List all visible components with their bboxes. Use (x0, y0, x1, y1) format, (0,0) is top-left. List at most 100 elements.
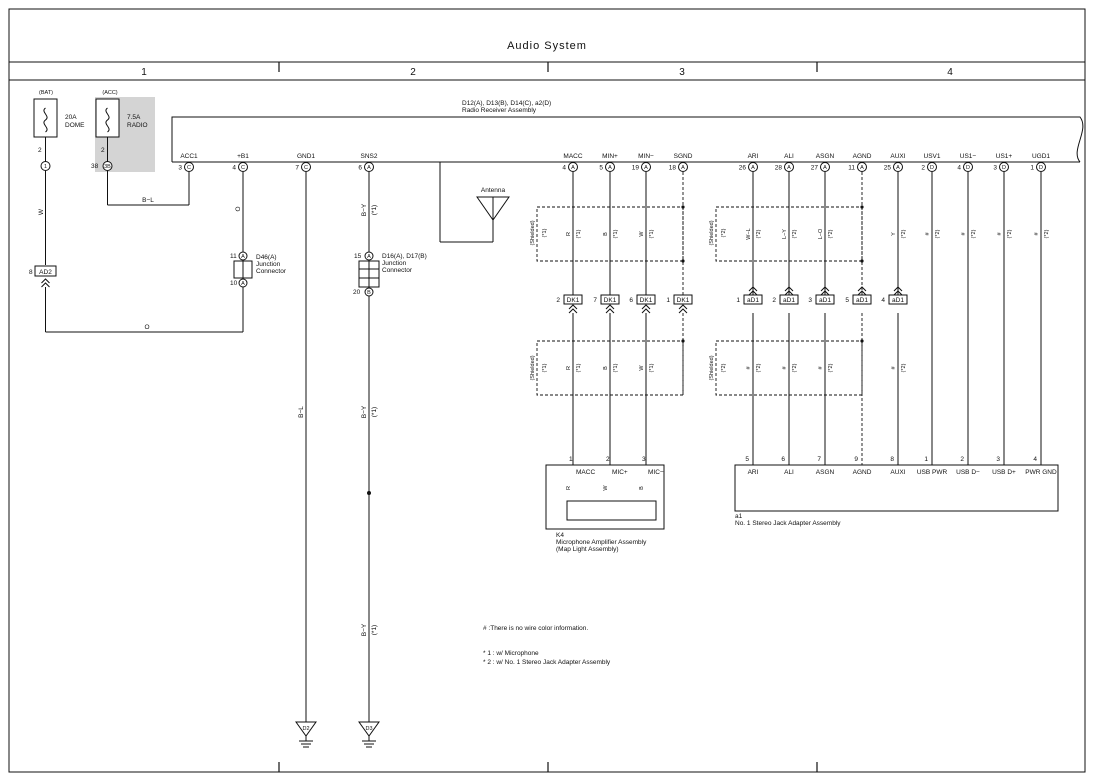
svg-text:A: A (241, 281, 245, 287)
svg-text:ARI: ARI (748, 153, 759, 160)
svg-text:a1: a1 (735, 513, 743, 520)
svg-text:8: 8 (29, 269, 33, 276)
svg-text:ALI: ALI (784, 153, 794, 160)
zone1-wiring: W AD2 8 O B−L O A 11 A 10 D46(A) Junctio… (29, 171, 307, 722)
svg-text:MACC: MACC (563, 153, 582, 160)
svg-text:SGND: SGND (674, 153, 693, 160)
svg-text:ASGN: ASGN (816, 153, 835, 160)
svg-text:4: 4 (232, 165, 236, 172)
svg-text:DOME: DOME (65, 122, 85, 129)
svg-text:* 1 : w/ Microphone: * 1 : w/ Microphone (483, 650, 539, 657)
svg-text:(*1): (*1) (542, 228, 548, 237)
svg-text:11: 11 (230, 253, 237, 260)
svg-text:38: 38 (91, 163, 99, 170)
svg-text:W−L: W−L (746, 228, 752, 239)
svg-text:* 2 : w/ No. 1 Stereo Jack Ada: * 2 : w/ No. 1 Stereo Jack Adapter Assem… (483, 659, 611, 666)
svg-text:W: W (603, 485, 609, 491)
radio-pin: MIN−A19 (632, 153, 654, 172)
svg-text:USB PWR: USB PWR (917, 469, 948, 476)
svg-text:A: A (571, 165, 575, 171)
svg-text:A: A (681, 165, 685, 171)
svg-text:W: W (639, 231, 645, 237)
svg-text:11: 11 (848, 165, 855, 172)
antenna: Antenna (439, 162, 510, 243)
svg-text:Connector: Connector (256, 268, 287, 275)
svg-text:MIN+: MIN+ (602, 153, 618, 160)
svg-text:B−L: B−L (298, 406, 305, 418)
svg-text:aD1: aD1 (892, 297, 904, 304)
svg-text:L−O: L−O (818, 228, 824, 239)
radio-pin: US1−D4 (957, 153, 976, 172)
svg-text:Junction: Junction (256, 261, 281, 268)
svg-text:4: 4 (881, 297, 885, 304)
svg-text:(*1): (*1) (371, 407, 378, 417)
svg-text:7: 7 (593, 297, 597, 304)
svg-text:US1+: US1+ (996, 153, 1013, 160)
notes: # :There is no wire color information. *… (483, 625, 611, 666)
zone-label-2: 2 (410, 67, 416, 78)
svg-text:#: # (818, 366, 824, 370)
svg-text:R: R (566, 486, 572, 490)
svg-text:(*1): (*1) (542, 363, 548, 372)
svg-text:DK1: DK1 (567, 297, 580, 304)
svg-text:Microphone Amplifier Assembly: Microphone Amplifier Assembly (556, 539, 647, 546)
svg-text:4: 4 (1033, 456, 1037, 463)
svg-text:(*2): (*2) (901, 363, 907, 372)
svg-text:3B: 3B (104, 164, 111, 170)
svg-text:DK1: DK1 (677, 297, 690, 304)
svg-text:(*1): (*1) (371, 625, 378, 635)
svg-text:D16(A), D17(B): D16(A), D17(B) (382, 253, 427, 260)
svg-text:USB D+: USB D+ (992, 469, 1016, 476)
svg-text:2: 2 (772, 297, 776, 304)
svg-text:A: A (644, 165, 648, 171)
svg-text:SNS2: SNS2 (361, 153, 378, 160)
svg-text:4: 4 (562, 165, 566, 172)
svg-text:1: 1 (736, 297, 740, 304)
svg-text:(Map Light Assembly): (Map Light Assembly) (556, 546, 619, 553)
svg-text:#: # (1034, 232, 1040, 236)
jack-wires: W−L (*2) L−Y (*2) L−O (*2) Y (*2) # (*2)… (746, 172, 1050, 465)
svg-text:(*1): (*1) (576, 363, 582, 372)
svg-text:3: 3 (996, 456, 1000, 463)
svg-text:15: 15 (354, 253, 362, 260)
svg-text:B−Y: B−Y (361, 405, 368, 418)
svg-text:A: A (860, 165, 864, 171)
dk1-connector: DK1 2 (556, 294, 583, 314)
radio-pin: US1+D3 (993, 153, 1012, 172)
svg-text:(Shielded): (Shielded) (530, 220, 536, 245)
svg-text:DK1: DK1 (640, 297, 653, 304)
svg-text:20A: 20A (65, 114, 77, 121)
svg-text:B: B (367, 290, 371, 296)
ground-d2: D2 (295, 721, 317, 748)
zone2-wiring: B−Y (*1) A 15 B 20 D16(A), D17(B) Juncti… (353, 172, 427, 722)
svg-text:(*2): (*2) (721, 363, 727, 372)
svg-text:(Shielded): (Shielded) (530, 355, 536, 380)
svg-text:A: A (367, 254, 371, 260)
svg-text:4: 4 (957, 165, 961, 172)
svg-text:#: # (997, 232, 1003, 236)
svg-text:A: A (608, 165, 612, 171)
svg-text:2: 2 (556, 297, 560, 304)
svg-text:6: 6 (629, 297, 633, 304)
svg-text:USB D−: USB D− (956, 469, 980, 476)
svg-text:20: 20 (353, 289, 361, 296)
svg-text:Junction: Junction (382, 260, 407, 267)
svg-text:(ACC): (ACC) (102, 90, 117, 96)
svg-text:#: # (961, 232, 967, 236)
svg-text:(*2): (*2) (756, 363, 762, 372)
svg-text:5: 5 (745, 456, 749, 463)
svg-text:D2: D2 (302, 726, 309, 732)
